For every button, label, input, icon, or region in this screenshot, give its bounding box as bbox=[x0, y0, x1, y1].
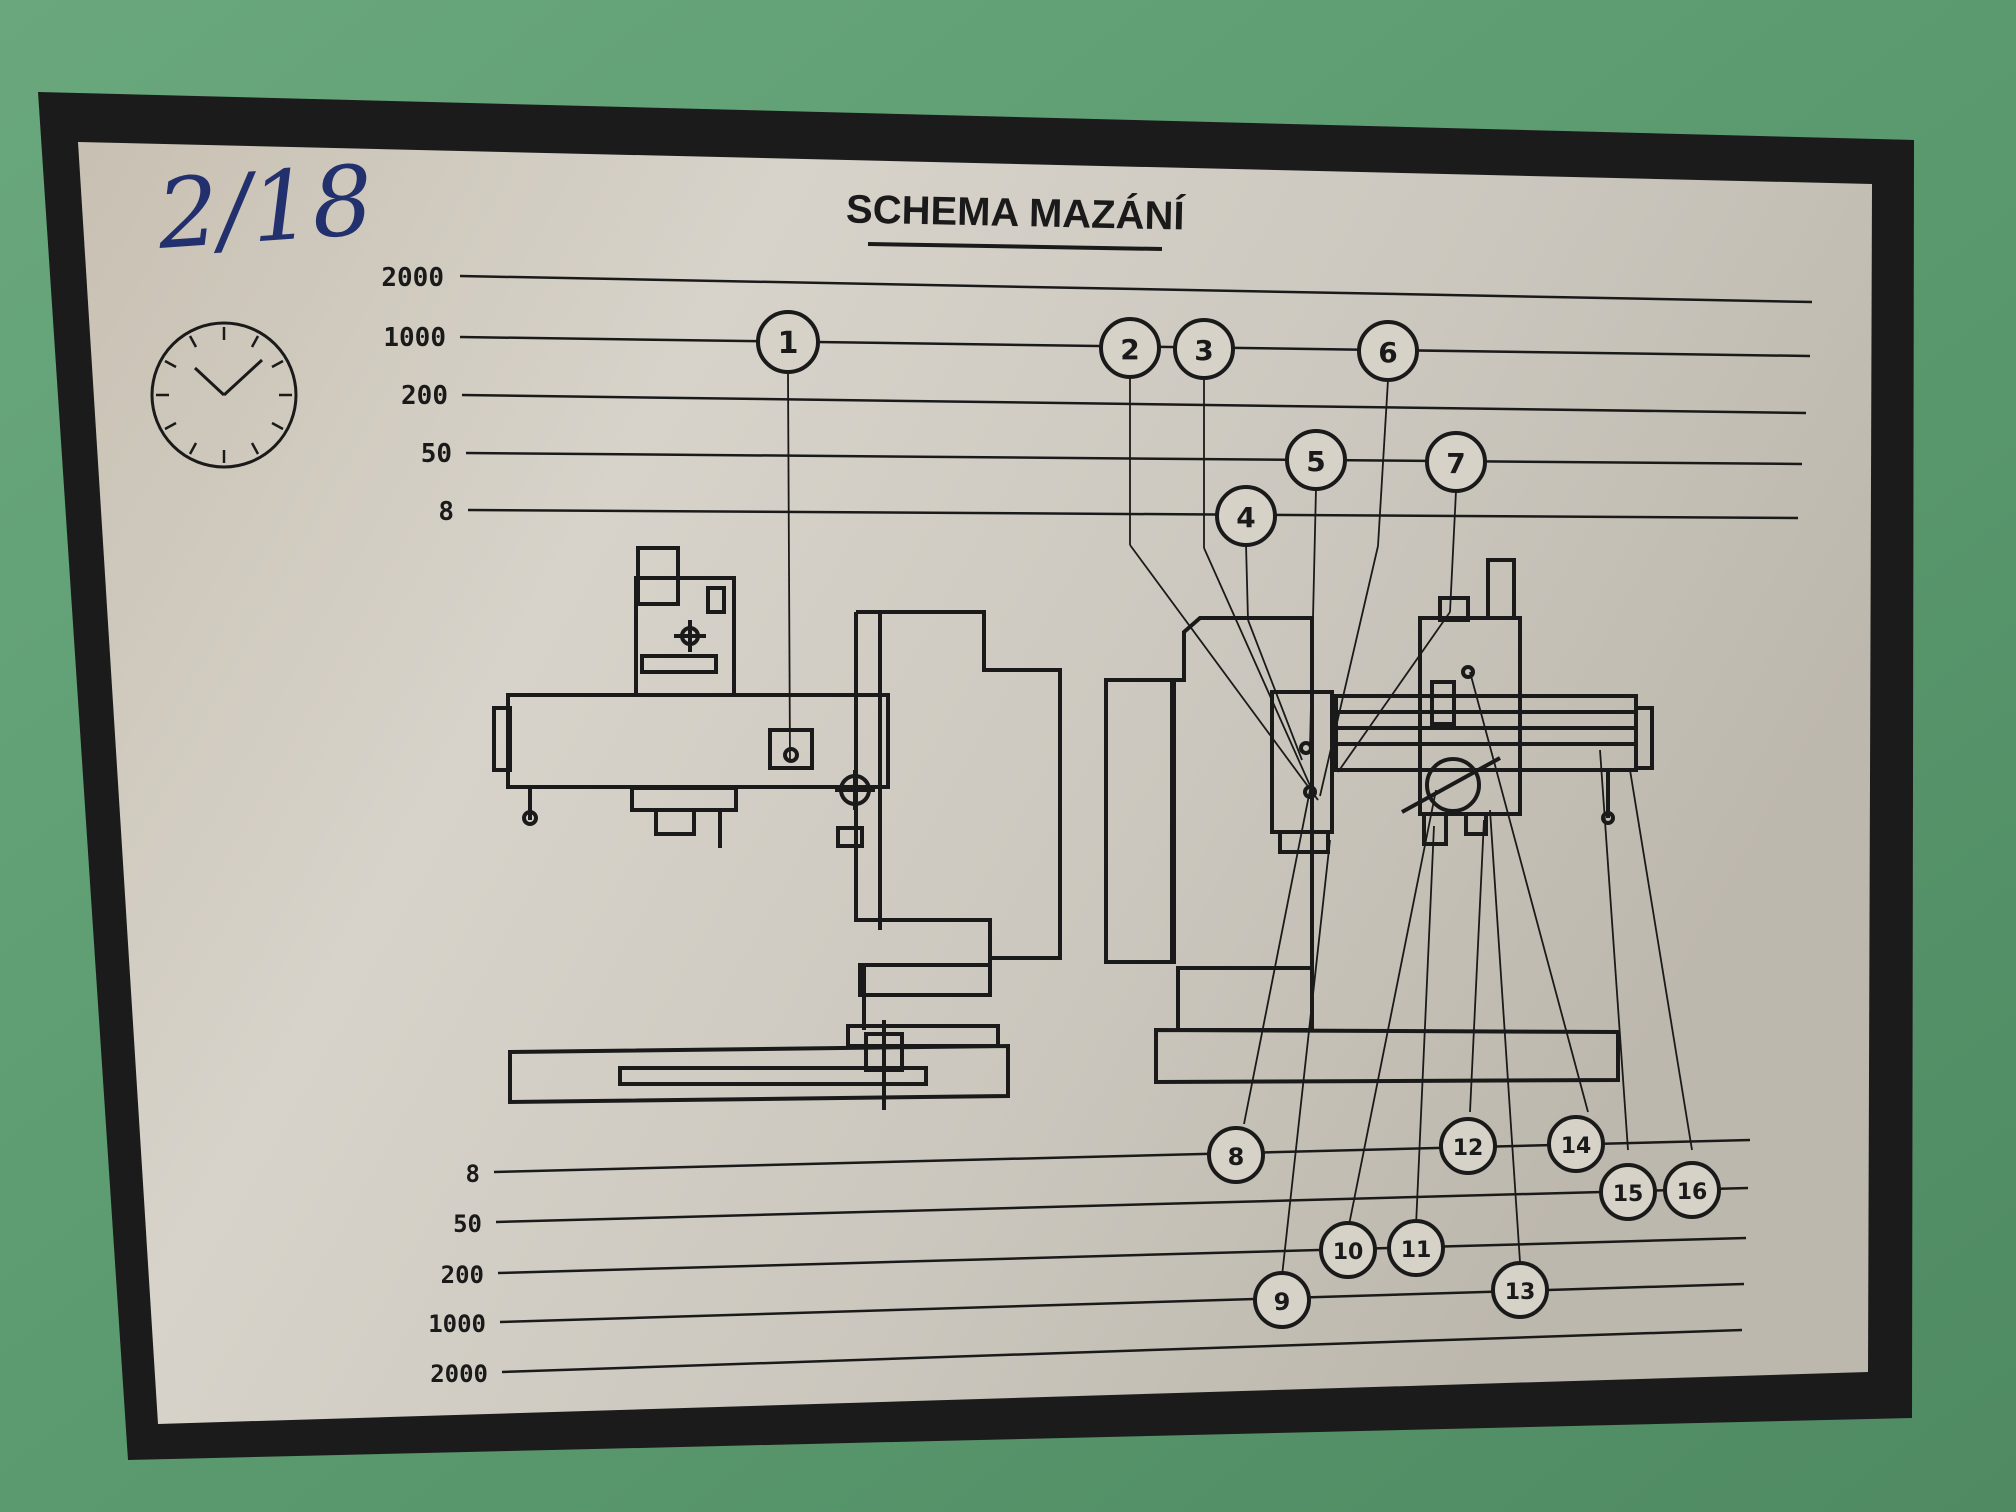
top-scale-label: 50 bbox=[421, 439, 452, 469]
svg-text:2: 2 bbox=[1120, 333, 1139, 366]
machine-side-view bbox=[492, 546, 1062, 1110]
leader-lines bbox=[787, 373, 1693, 1277]
svg-text:13: 13 bbox=[1505, 1280, 1536, 1305]
bottom-scale-label: 8 bbox=[466, 1160, 480, 1188]
callout-4: 4 bbox=[1215, 485, 1277, 547]
top-scale-label: 2000 bbox=[381, 263, 444, 293]
svg-text:5: 5 bbox=[1306, 445, 1325, 478]
callout-15: 15 bbox=[1599, 1163, 1657, 1221]
callout-5: 5 bbox=[1285, 429, 1347, 491]
callout-7: 7 bbox=[1425, 431, 1487, 493]
callout-3: 3 bbox=[1173, 318, 1235, 380]
clock-icon bbox=[150, 321, 298, 469]
top-scale-label: 8 bbox=[438, 497, 454, 527]
svg-text:12: 12 bbox=[1453, 1136, 1484, 1161]
callout-12: 12 bbox=[1439, 1117, 1497, 1175]
bottom-scale-label: 200 bbox=[441, 1261, 484, 1289]
bottom-scale-label: 2000 bbox=[430, 1360, 488, 1388]
title-underline bbox=[867, 242, 1163, 251]
svg-text:11: 11 bbox=[1401, 1238, 1432, 1263]
svg-text:1: 1 bbox=[778, 326, 799, 361]
svg-text:14: 14 bbox=[1561, 1134, 1592, 1159]
callout-10: 10 bbox=[1319, 1221, 1377, 1279]
callout-2: 2 bbox=[1099, 317, 1161, 379]
svg-text:10: 10 bbox=[1333, 1240, 1364, 1265]
bottom-scale-label: 1000 bbox=[428, 1310, 486, 1338]
top-scale-label: 200 bbox=[401, 381, 448, 411]
callout-6: 6 bbox=[1357, 320, 1419, 382]
svg-text:16: 16 bbox=[1677, 1180, 1708, 1205]
svg-text:6: 6 bbox=[1378, 336, 1397, 369]
svg-text:8: 8 bbox=[1228, 1143, 1245, 1171]
callout-11: 11 bbox=[1387, 1219, 1445, 1277]
plate-title: SCHEMA MAZÁNÍ bbox=[846, 186, 1186, 238]
callout-13: 13 bbox=[1491, 1261, 1549, 1319]
svg-text:4: 4 bbox=[1236, 501, 1255, 534]
callout-14: 14 bbox=[1547, 1115, 1605, 1173]
callout-16: 16 bbox=[1663, 1161, 1721, 1219]
callout-8: 8 bbox=[1207, 1126, 1265, 1184]
callout-9: 9 bbox=[1253, 1271, 1311, 1329]
top-scale-label: 1000 bbox=[383, 323, 446, 353]
bottom-interval-scale bbox=[493, 1138, 1751, 1374]
svg-text:9: 9 bbox=[1274, 1288, 1291, 1316]
bottom-scale-label: 50 bbox=[453, 1210, 482, 1238]
svg-text:15: 15 bbox=[1613, 1182, 1644, 1207]
svg-text:3: 3 bbox=[1194, 334, 1213, 367]
svg-text:7: 7 bbox=[1446, 447, 1465, 480]
callout-1: 1 bbox=[756, 310, 820, 374]
machine-front-view bbox=[1104, 558, 1654, 1085]
handwritten-note: 2/18 bbox=[153, 144, 377, 271]
